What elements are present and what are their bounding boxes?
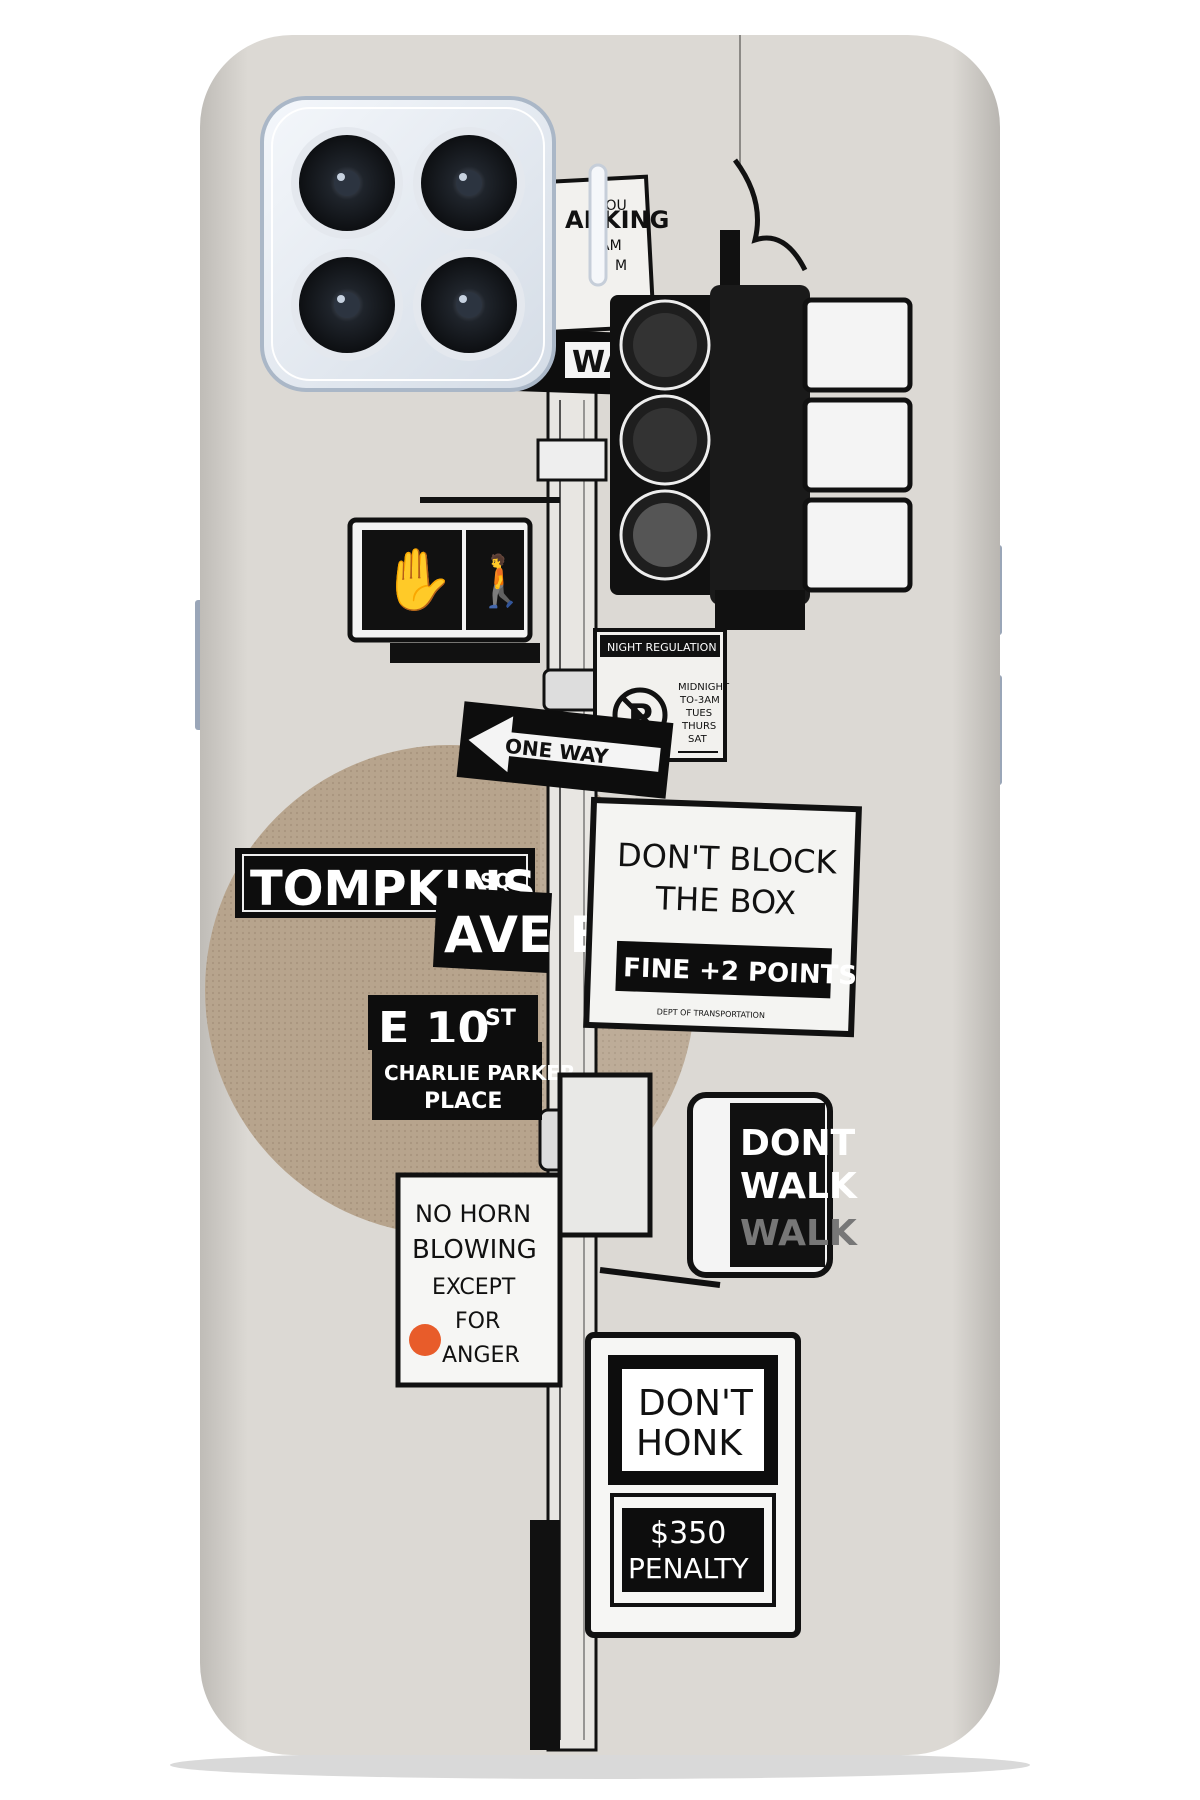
no-horn-blowing-sign: NO HORN BLOWING EXCEPT FOR ANGER (395, 1172, 563, 1388)
svg-text:ARKING: ARKING (565, 206, 669, 234)
traffic-light (610, 158, 913, 630)
hand-icon: ✋ (380, 545, 455, 615)
svg-text:TO-3AM: TO-3AM (679, 695, 720, 706)
svg-text:THE BOX: THE BOX (654, 879, 797, 922)
charlie-parker-place-sign: CHARLIE PARKER PLACE (372, 1042, 575, 1120)
svg-text:NIGHT REGULATION: NIGHT REGULATION (607, 641, 717, 654)
camera-lens-1 (291, 127, 403, 239)
flash-strip (588, 163, 608, 287)
svg-text:NO HORN: NO HORN (415, 1200, 531, 1228)
camera-lens-4 (413, 249, 525, 361)
svg-text:DON'T: DON'T (638, 1383, 754, 1424)
svg-text:TUES: TUES (685, 708, 712, 719)
svg-text:MIDNIGHT: MIDNIGHT (678, 682, 730, 693)
dont-block-the-box-sign: DON'T BLOCK THE BOX FINE +2 POINTS DEPT … (583, 796, 862, 1038)
svg-text:DON'T BLOCK: DON'T BLOCK (616, 836, 838, 882)
camera-lens-2 (413, 127, 525, 239)
svg-text:PLACE: PLACE (424, 1089, 502, 1114)
svg-text:WALK: WALK (740, 1213, 858, 1254)
svg-text:HONK: HONK (636, 1423, 743, 1464)
camera-module (260, 96, 608, 392)
svg-text:THURS: THURS (681, 721, 716, 732)
svg-text:FOR: FOR (455, 1309, 500, 1334)
svg-text:SAT: SAT (688, 734, 708, 745)
one-way-sign: ONE WAY (456, 701, 674, 799)
svg-text:ST: ST (485, 1006, 516, 1031)
dont-honk-sign: DON'T HONK $350 PENALTY (585, 1332, 801, 1638)
svg-text:AVE B: AVE B (444, 906, 608, 964)
svg-text:BLOWING: BLOWING (412, 1235, 537, 1265)
walking-person-icon: 🚶 (470, 552, 532, 610)
svg-text:DEPT OF TRANSPORTATION: DEPT OF TRANSPORTATION (657, 1007, 766, 1020)
svg-text:ANGER: ANGER (442, 1343, 520, 1368)
svg-text:SQ: SQ (480, 869, 511, 893)
svg-text:DONT: DONT (740, 1123, 856, 1164)
svg-text:EXCEPT: EXCEPT (432, 1275, 516, 1300)
svg-text:WALK: WALK (740, 1166, 858, 1207)
burger-king-logo (409, 1324, 441, 1356)
e10-st-sign: E 10 ST (368, 995, 538, 1056)
svg-text:CHARLIE PARKER: CHARLIE PARKER (384, 1061, 575, 1085)
pedestrian-signal-top: ✋ 🚶 (347, 497, 560, 663)
svg-text:M: M (615, 258, 627, 274)
case-shadow (170, 1751, 1030, 1779)
camera-lens-3 (291, 249, 403, 361)
dont-walk-signal: DONT WALK WALK (557, 1072, 858, 1288)
svg-text:PENALTY: PENALTY (628, 1552, 750, 1585)
ave-b-sign: AVE B (432, 887, 608, 973)
svg-text:$350: $350 (650, 1516, 726, 1551)
